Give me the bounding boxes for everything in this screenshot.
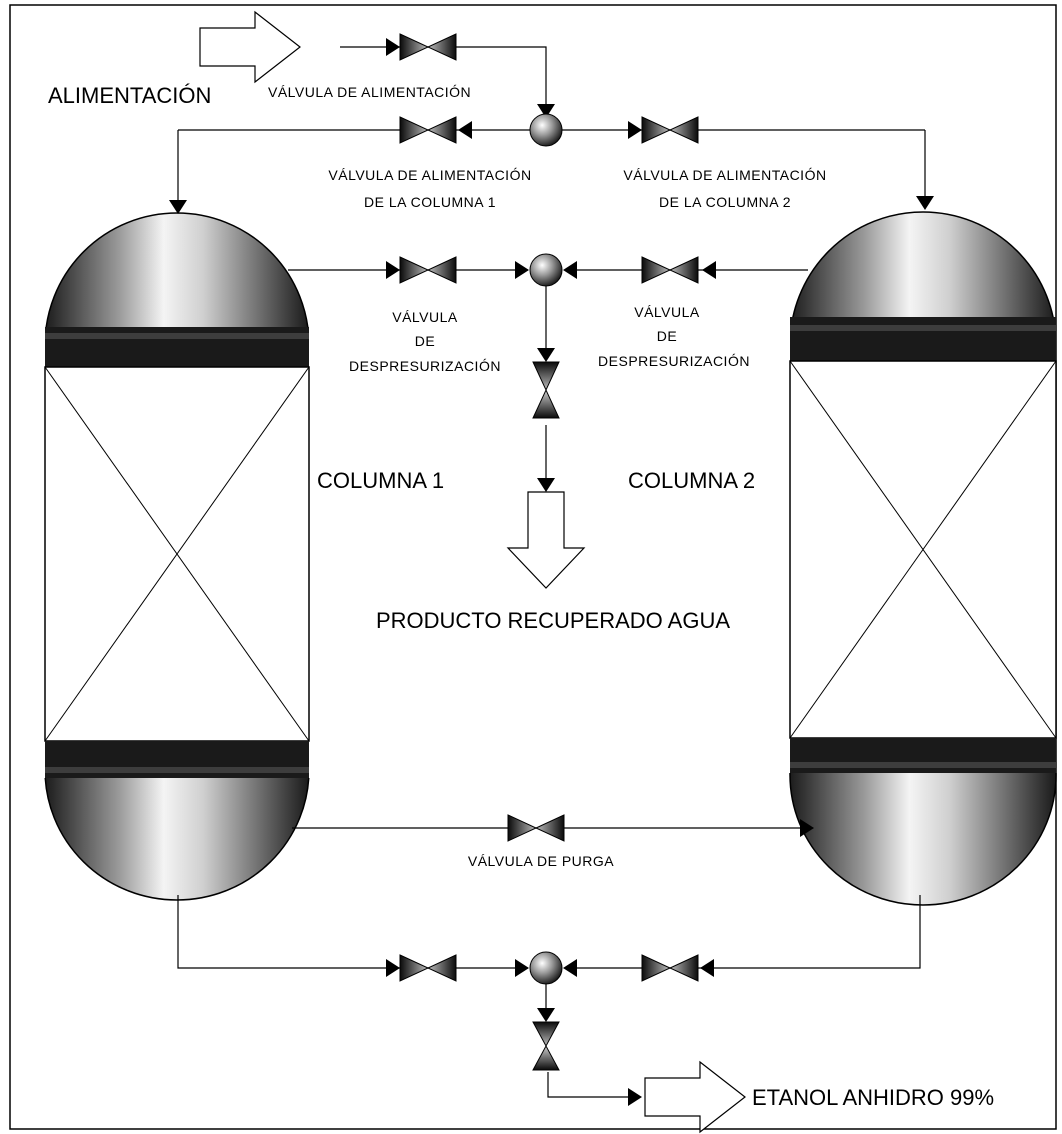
- depress-left-label-3: DESPRESURIZACIÓN: [349, 358, 501, 374]
- column-2-vessel: [789, 211, 1057, 906]
- water-outlet-valve[interactable]: [532, 348, 560, 419]
- depressurization-valve-right[interactable]: [641, 256, 699, 284]
- depress-left-label-1: VÁLVULA: [392, 309, 458, 325]
- column-2-bottom-head: [789, 773, 1057, 906]
- depress-right-label-2: DE: [657, 328, 677, 344]
- feed-column-2-valve-label-2: DE LA COLUMNA 2: [659, 194, 791, 210]
- feed-valve-label: VÁLVULA DE ALIMENTACIÓN: [268, 84, 471, 100]
- water-outlet-arrow: [506, 491, 586, 589]
- column-1-label: COLUMNA 1: [317, 468, 444, 493]
- bottom-valve-right[interactable]: [641, 954, 699, 982]
- depressurization-junction-node: [529, 253, 563, 287]
- ethanol-outlet-valve[interactable]: [532, 1008, 560, 1071]
- column-1-vessel: [44, 212, 310, 901]
- depressurization-valve-left[interactable]: [386, 256, 457, 284]
- column-2-top-band: [790, 317, 1056, 361]
- ethanol-product-label: ETANOL ANHIDRO 99%: [752, 1085, 994, 1110]
- feed-column-1-valve-label-2: DE LA COLUMNA 1: [364, 194, 496, 210]
- purge-valve[interactable]: [507, 814, 565, 842]
- bottom-junction-node: [529, 951, 563, 985]
- feed-column-2-valve-label-1: VÁLVULA DE ALIMENTACIÓN: [623, 167, 826, 183]
- feed-column-2-valve[interactable]: [628, 116, 699, 144]
- bottom-valve-left[interactable]: [386, 954, 457, 982]
- column-2-label: COLUMNA 2: [628, 468, 755, 493]
- column-2-top-head: [792, 211, 1054, 317]
- feed-valve[interactable]: [386, 33, 457, 61]
- column-1-bottom-head: [44, 778, 310, 901]
- ethanol-outlet-arrow: [644, 1060, 746, 1134]
- feed-label: ALIMENTACIÓN: [48, 83, 211, 108]
- column-1-top-head: [45, 212, 309, 327]
- top-junction-node: [529, 113, 563, 147]
- depress-right-label-1: VÁLVULA: [634, 304, 700, 320]
- purge-valve-label: VÁLVULA DE PURGA: [468, 853, 614, 869]
- feed-inlet-arrow: [199, 10, 301, 84]
- depress-right-label-3: DESPRESURIZACIÓN: [598, 353, 750, 369]
- depress-left-label-2: DE: [415, 333, 435, 349]
- flow-arrowheads: [169, 104, 934, 1106]
- water-product-label: PRODUCTO RECUPERADO AGUA: [376, 608, 730, 633]
- feed-column-1-valve[interactable]: [399, 116, 457, 144]
- feed-column-1-valve-label-1: VÁLVULA DE ALIMENTACIÓN: [328, 167, 531, 183]
